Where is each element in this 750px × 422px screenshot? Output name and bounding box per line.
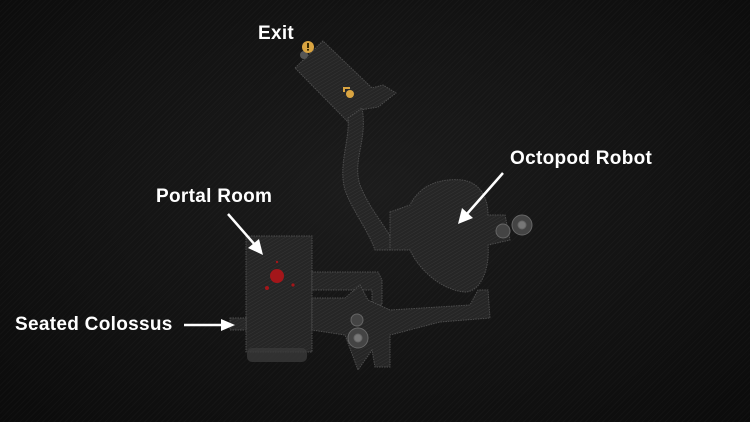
seated-colossus-label: Seated Colossus: [15, 314, 173, 335]
octopod-arrow-icon: [458, 172, 504, 224]
exit-label: Exit: [258, 23, 295, 44]
colossus-arrow-icon: [184, 319, 235, 331]
portal-room-label: Portal Room: [156, 186, 273, 207]
colossus-debris: [247, 348, 307, 362]
lower-corridor: [311, 284, 491, 372]
portal-arrow-icon: [227, 213, 263, 255]
octopod-robot-label: Octopod Robot: [510, 148, 653, 169]
north-corridor: [342, 107, 393, 251]
connector-corridor: [311, 271, 383, 306]
exclamation-marker-icon[interactable]: [300, 41, 314, 59]
octopod-room: [389, 179, 511, 293]
blood-splatter-icon: [265, 260, 295, 290]
gear-icon: [347, 214, 533, 349]
portal-room: [245, 235, 313, 353]
exit-room: [294, 40, 397, 123]
key-item-icon[interactable]: [343, 87, 354, 98]
